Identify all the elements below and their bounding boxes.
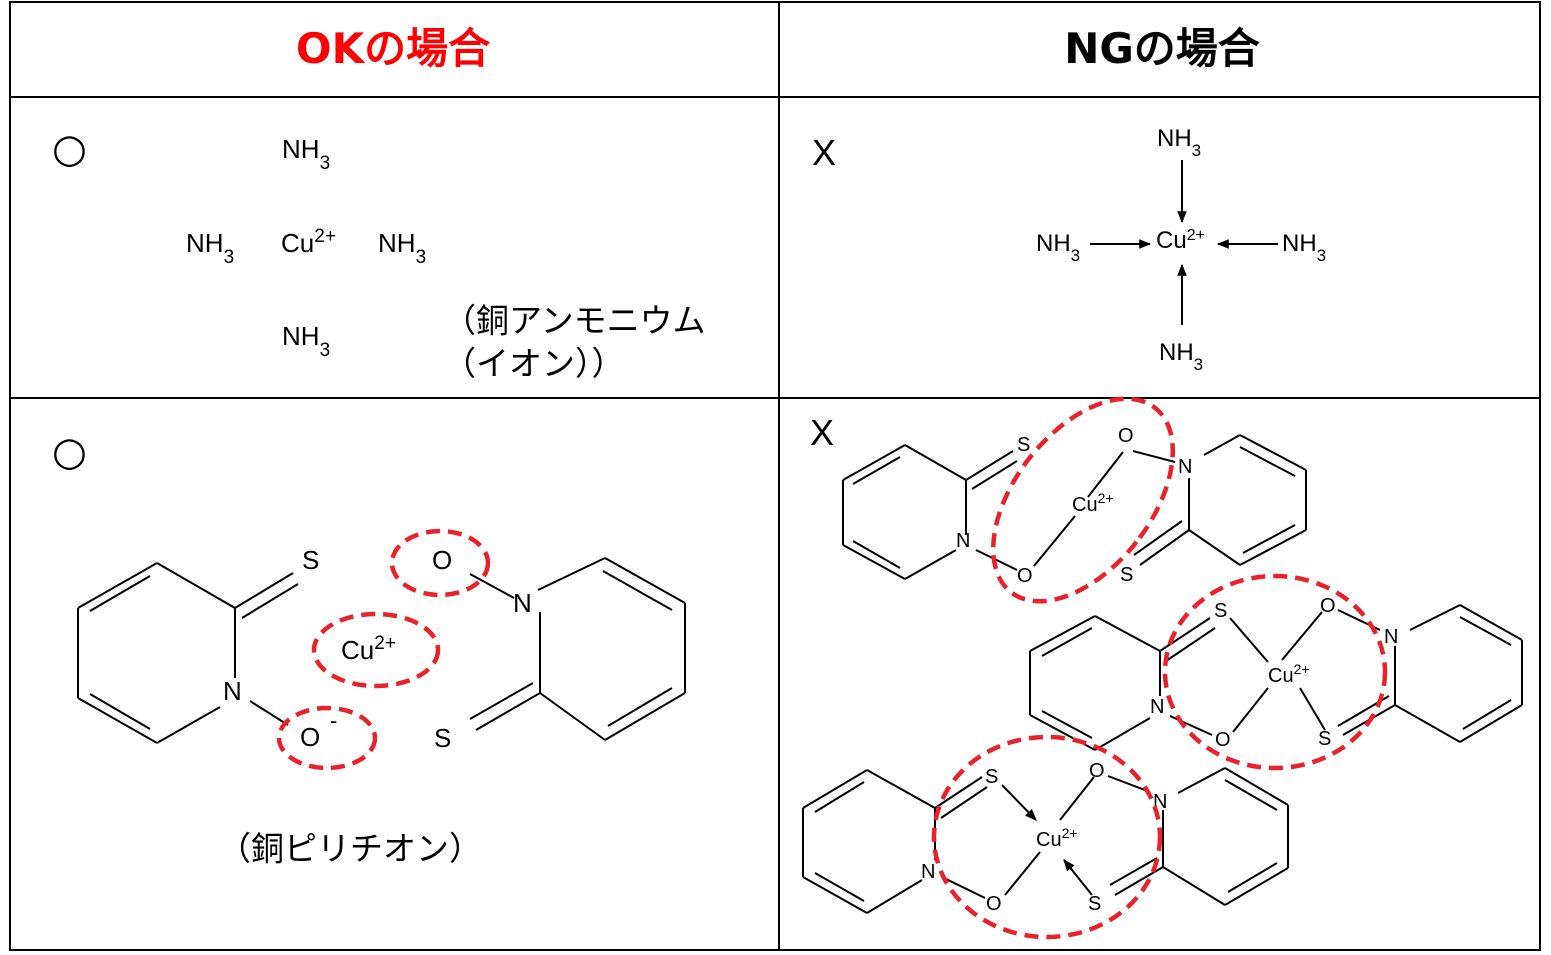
table-grid <box>9 1 1541 951</box>
ng-nh3-top: NH3 <box>1157 125 1201 160</box>
c1-O-bottom: O <box>1017 565 1033 587</box>
ng-cell-row1: X NH3 NH3 Cu2+ NH3 NH3 <box>812 125 1326 374</box>
left-N: N <box>223 676 242 706</box>
caption-pyrithione: （銅ピリチオン） <box>218 829 482 868</box>
c1-S-right: S <box>1120 564 1133 586</box>
ok-mark-row2: ○ <box>52 429 87 475</box>
c3-O-bottom: O <box>986 893 1002 915</box>
ng-nh3-left: NH3 <box>1036 230 1080 265</box>
c2-O-top: O <box>1320 595 1336 617</box>
c1-cu: Cu2+ <box>1072 490 1114 516</box>
left-O: O <box>300 722 320 752</box>
highlight-ellipses-ok <box>276 528 491 771</box>
ng-mark-row1: X <box>812 132 836 173</box>
ok-cell-row2: ○ S N O - Cu2+ <box>52 429 686 868</box>
ng-nh3-right: NH3 <box>1282 230 1326 265</box>
nh3-bottom: NH3 <box>282 321 330 361</box>
c3-S-top: S <box>985 766 998 788</box>
complex-2: S O N N O S Cu2+ <box>1029 595 1523 751</box>
complex-3: S O N N O S Cu2+ <box>802 760 1289 915</box>
c2-N-right: N <box>1384 626 1398 648</box>
header-ng: NGの場合 <box>1064 24 1260 73</box>
nh3-top: NH3 <box>282 134 330 174</box>
c3-S-bottom: S <box>1088 893 1101 915</box>
cu-ion: Cu2+ <box>341 633 396 666</box>
right-S: S <box>434 723 451 753</box>
complex-1: S O N N O S Cu2+ <box>842 425 1307 587</box>
c3-N-left: N <box>921 861 935 883</box>
pyrithione-right <box>469 557 686 741</box>
caption-ammonium-1: （銅アンモニウム <box>443 301 706 340</box>
c2-cu: Cu2+ <box>1268 661 1310 687</box>
c1-S-left: S <box>1017 434 1030 456</box>
right-O: O <box>432 545 452 575</box>
c2-S-bottom: S <box>1318 728 1331 750</box>
nh3-right: NH3 <box>378 228 426 268</box>
ng-cell-row2: X <box>802 396 1523 940</box>
pyrithione-left <box>77 562 299 744</box>
ng-nh3-bottom: NH3 <box>1159 339 1203 374</box>
highlight-ellipses-ng <box>931 396 1388 940</box>
ng-cu: Cu2+ <box>1156 227 1205 255</box>
left-S: S <box>302 545 319 575</box>
c2-N-left: N <box>1150 696 1164 718</box>
header-ok: OKの場合 <box>296 24 490 73</box>
left-O-charge: - <box>330 708 337 733</box>
c1-N-left: N <box>956 530 970 552</box>
cu-center: Cu2+ <box>281 226 336 259</box>
nh3-left: NH3 <box>186 228 234 268</box>
ok-mark-row1: ○ <box>52 126 87 172</box>
right-N: N <box>513 588 532 618</box>
ng-mark-row2: X <box>810 412 834 453</box>
c1-N-right: N <box>1178 456 1192 478</box>
c2-O-bottom: O <box>1215 729 1231 751</box>
c3-O-top: O <box>1089 760 1105 782</box>
c2-S-top: S <box>1214 600 1227 622</box>
c1-O-top: O <box>1118 425 1134 447</box>
c3-cu: Cu2+ <box>1036 825 1078 851</box>
ok-cell-row1: ○ NH3 NH3 Cu2+ NH3 NH3 （銅アンモニウム （イオン）） <box>52 126 706 383</box>
caption-ammonium-2: （イオン）） <box>443 344 625 383</box>
